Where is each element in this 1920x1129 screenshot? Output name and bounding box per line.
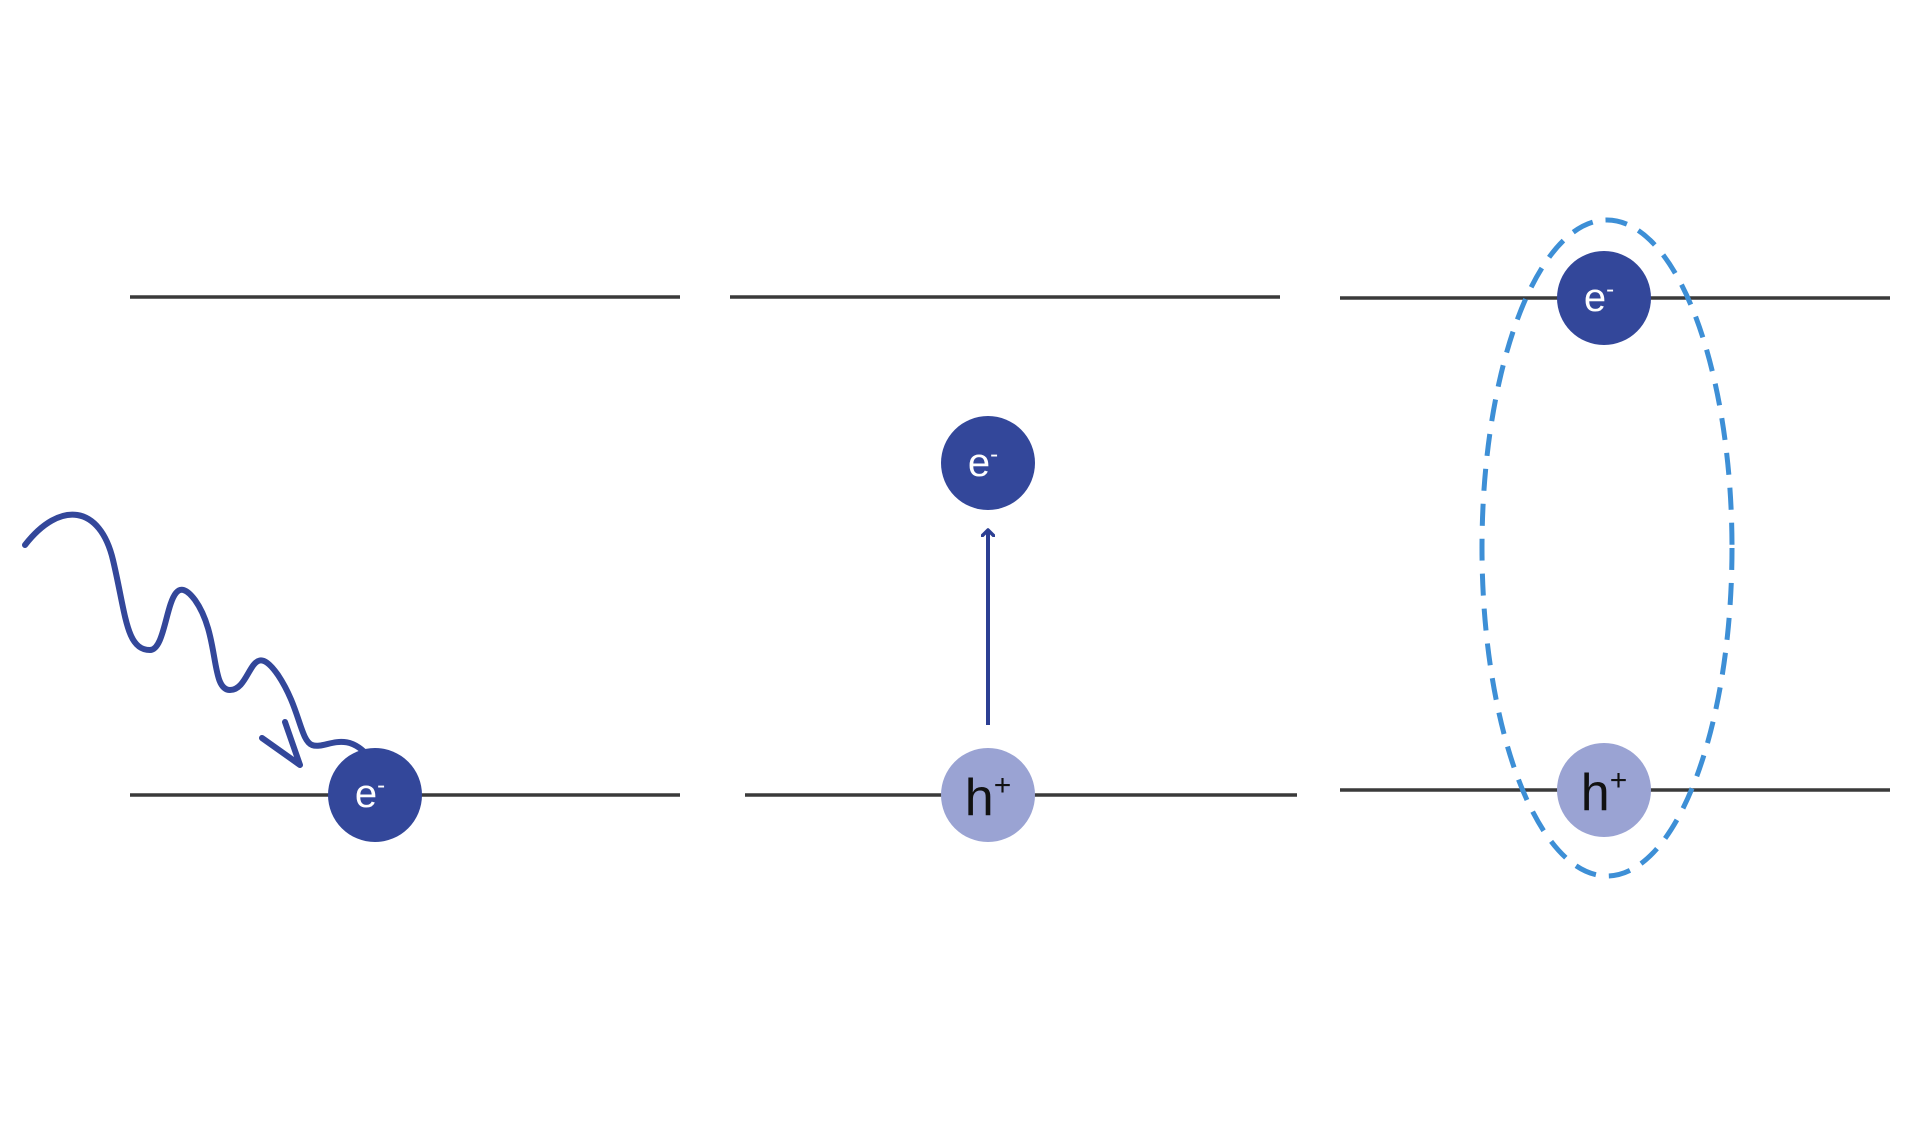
hole-valence-3: h+ [1557, 743, 1651, 837]
electron-excited-2: e- [941, 416, 1035, 510]
exciton-dashed-ellipse-icon [1479, 217, 1735, 879]
svg-text:e-: e- [355, 772, 385, 816]
panel-photon-absorption: e- [22, 295, 680, 842]
svg-text:e-: e- [1584, 276, 1614, 320]
svg-text:h+: h+ [1581, 764, 1627, 822]
hole-valence-2: h+ [941, 748, 1035, 842]
panel-excitation: e- h+ [730, 295, 1297, 842]
electron-valence-1: e- [328, 748, 422, 842]
svg-text:h+: h+ [965, 769, 1011, 827]
photon-wavy-arrow-icon [22, 511, 373, 768]
svg-text:e-: e- [968, 441, 998, 485]
electron-conduction-3: e- [1557, 251, 1651, 345]
panel-exciton: e- h+ [1340, 217, 1890, 879]
